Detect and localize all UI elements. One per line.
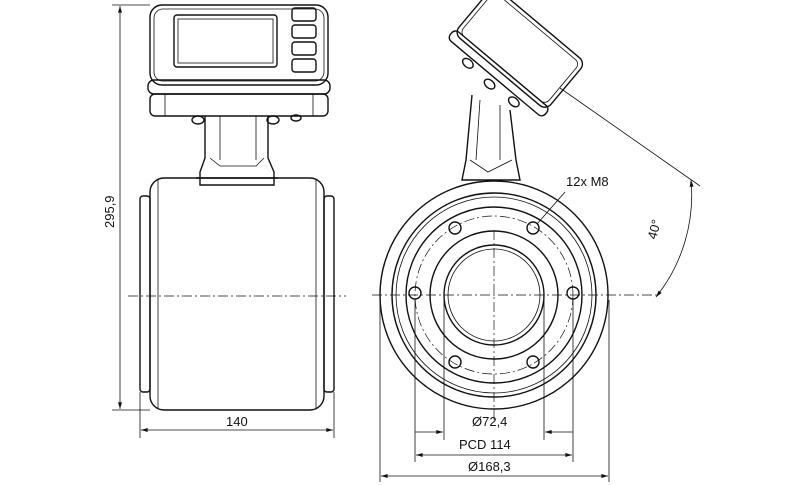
angle-label: 40°	[644, 218, 664, 241]
front-view: 12x M8 40° Ø72,4 PCD 114 Ø168,3	[372, 0, 701, 482]
dim-height: 295,9	[102, 4, 150, 411]
tilted-head	[448, 0, 584, 117]
side-view: 295,9 140	[102, 4, 346, 438]
bolt-hole-icon	[526, 221, 540, 235]
bore-label: Ø72,4	[472, 414, 507, 429]
height-label: 295,9	[102, 195, 117, 228]
angle-dim: 40°	[559, 87, 701, 298]
bolt-hole-icon	[526, 355, 540, 369]
button-icon	[291, 58, 317, 73]
bolt-callout: 12x M8	[536, 174, 609, 225]
bolt-hole-icon	[408, 286, 422, 300]
neck	[196, 116, 278, 186]
dim-outer: Ø168,3	[379, 300, 610, 482]
display-head	[147, 4, 331, 125]
bolt-holes	[408, 221, 580, 369]
bolt-hole-icon	[566, 286, 580, 300]
outer-label: Ø168,3	[468, 459, 511, 474]
bolt-hole-icon	[448, 355, 462, 369]
dim-bore: Ø72,4	[415, 300, 573, 440]
bolt-label: 12x M8	[566, 174, 609, 189]
pcd-label: PCD 114	[459, 437, 511, 452]
pipe-body	[128, 177, 346, 411]
button-icon	[291, 7, 317, 22]
dim-pcd: PCD 114	[414, 300, 574, 462]
dim-length: 140	[139, 392, 335, 438]
button-icon	[291, 24, 317, 39]
stem	[461, 94, 521, 181]
flange	[372, 180, 660, 420]
length-label: 140	[226, 414, 248, 429]
bolt-hole-icon	[448, 221, 462, 235]
button-icon	[291, 41, 317, 56]
